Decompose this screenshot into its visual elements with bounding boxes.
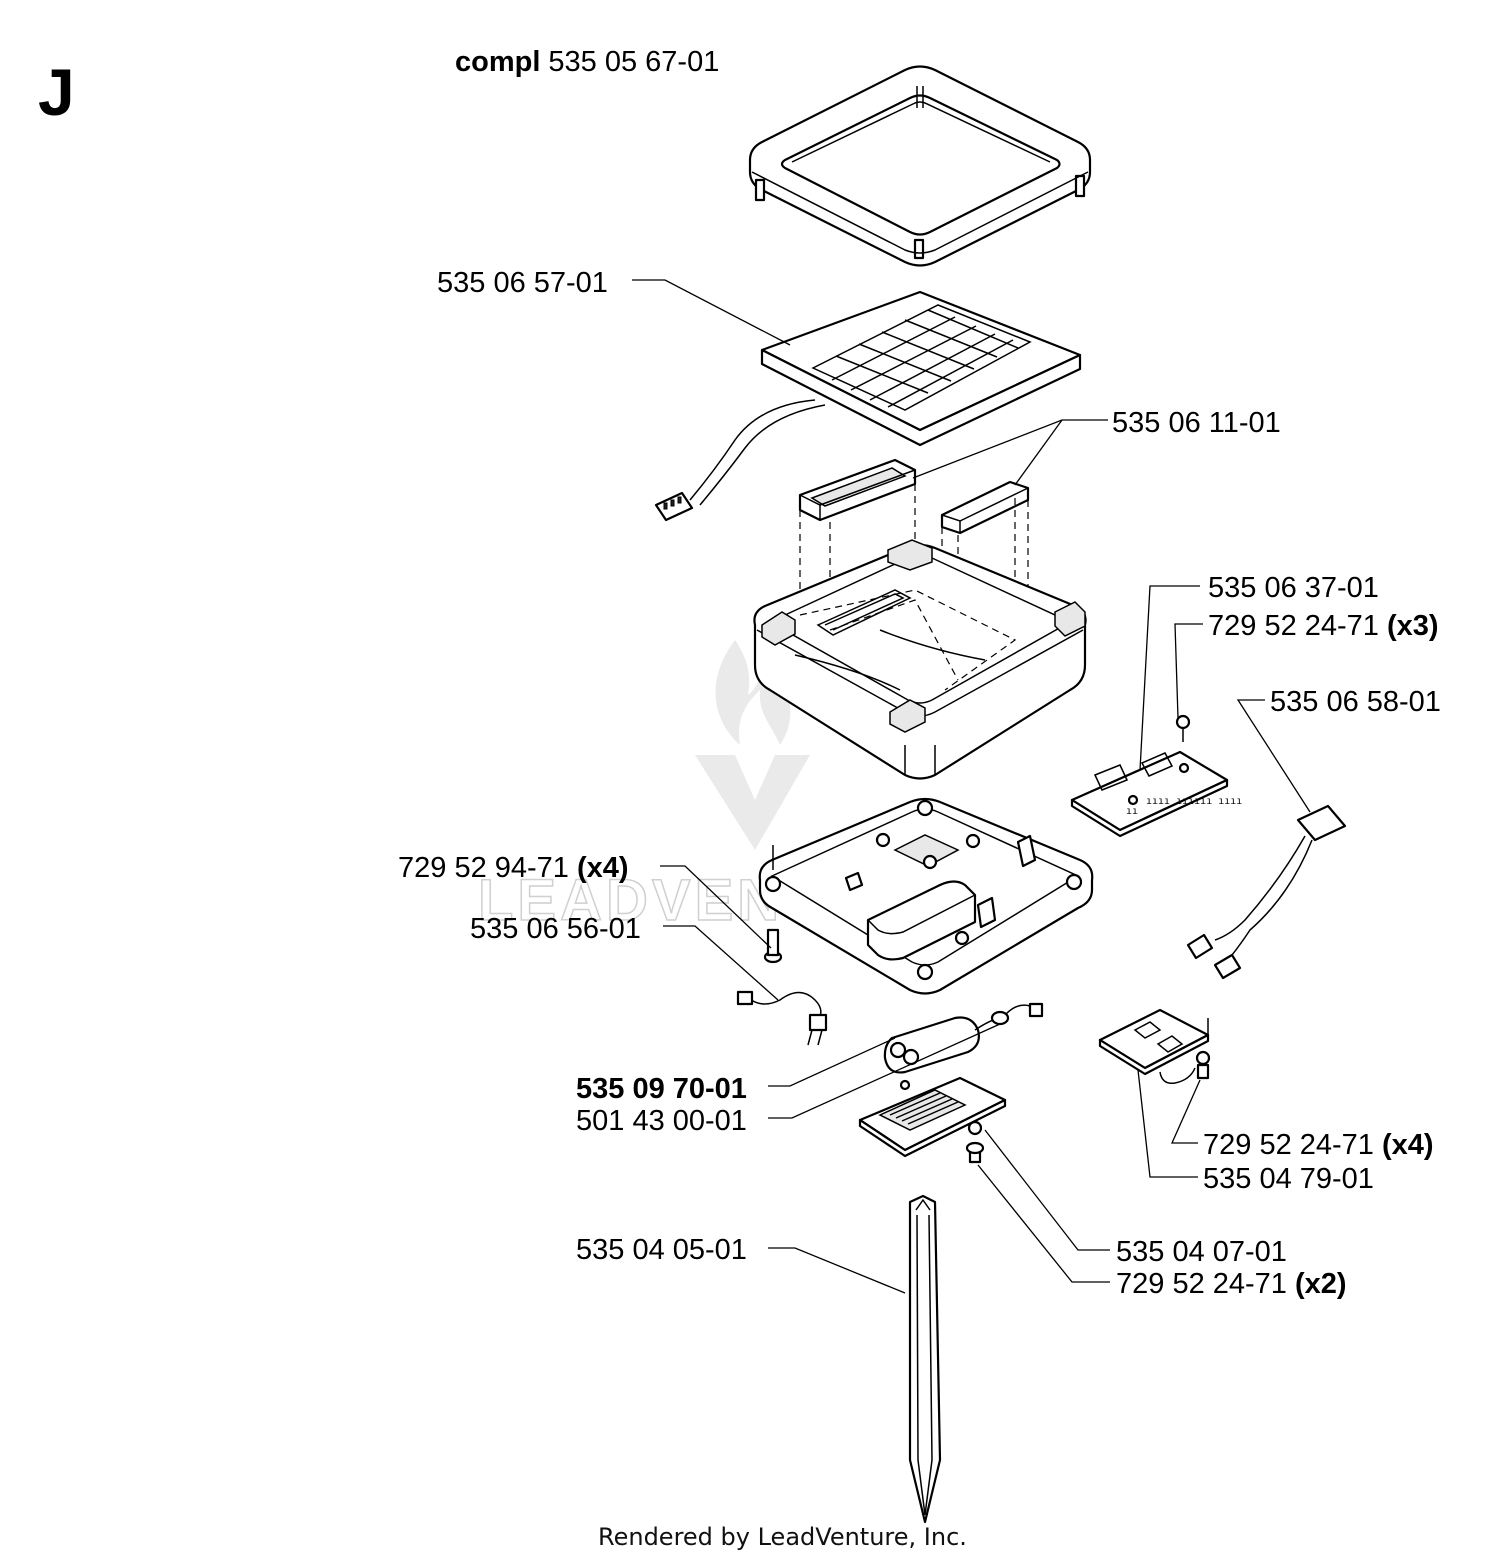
- footer-credit: Rendered by LeadVenture, Inc.: [598, 1523, 967, 1551]
- callout-729-52-24-71-x2: 729 52 24-71(x2): [1116, 1268, 1347, 1300]
- base-plate-part: [758, 797, 1094, 995]
- callout-535-04-05-01: 535 04 05-01: [576, 1234, 747, 1266]
- cable-part: [1186, 804, 1347, 980]
- callout-535-06-37-01: 535 06 37-01: [1208, 572, 1379, 604]
- battery-part: [883, 1002, 1044, 1074]
- callout-535-04-07-01: 535 04 07-01: [1116, 1236, 1287, 1268]
- callout-729-52-94-71-x4: 729 52 94-71(x4): [398, 852, 629, 884]
- callout-535-04-79-01: 535 04 79-01: [1203, 1163, 1374, 1195]
- callout-535-06-57-01: 535 06 57-01: [437, 267, 608, 299]
- svg-text:ıııı ıııııı ıııı: ıııı ıııııı ıııı: [1146, 796, 1242, 807]
- svg-text:ıı: ıı: [1126, 806, 1138, 817]
- section-letter: J: [38, 55, 75, 129]
- switch-board-part: [1098, 1008, 1211, 1085]
- callout-535-06-11-01: 535 06 11-01: [1112, 407, 1281, 439]
- cover-plate-part: [858, 1076, 1007, 1164]
- callout-501-43-00-01: 501 43 00-01: [576, 1105, 747, 1137]
- callout-729-52-24-71-x4: 729 52 24-71(x4): [1203, 1129, 1434, 1161]
- stake-part: [908, 1194, 942, 1524]
- solar-panel-part: [654, 290, 1082, 522]
- screws-and-wire-part: [736, 928, 828, 1046]
- circuit-board-part: ıı ıııı ıııııı ıııı: [1070, 714, 1242, 838]
- leader-lines: [632, 279, 1311, 1294]
- callout-729-52-24-71-x3: 729 52 24-71(x3): [1208, 610, 1439, 642]
- seal-parts: [798, 458, 1030, 690]
- callout-535-06-58-01: 535 06 58-01: [1270, 686, 1441, 718]
- top-frame-part: [748, 65, 1092, 267]
- callout-535-09-70-01: 535 09 70-01: [576, 1073, 747, 1105]
- callout-535-06-56-01: 535 06 56-01: [470, 913, 641, 945]
- housing-part: [753, 539, 1087, 780]
